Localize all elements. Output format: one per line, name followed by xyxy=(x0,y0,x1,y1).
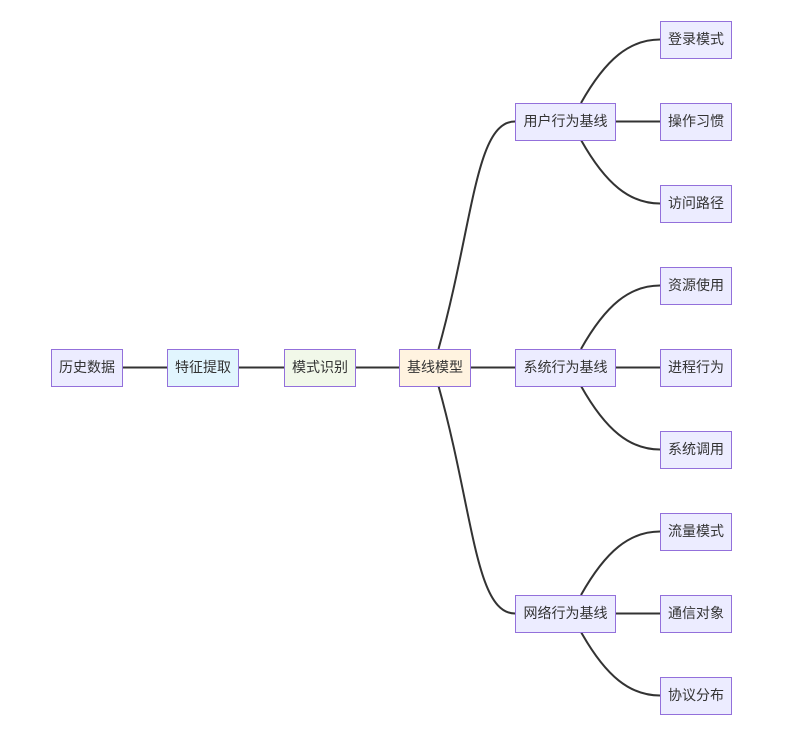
node-user-box xyxy=(515,103,616,141)
node-process-label: 进程行为 xyxy=(668,360,724,376)
node-resource-box xyxy=(660,267,732,305)
node-process[interactable]: 进程行为 xyxy=(660,349,732,387)
node-system[interactable]: 系统行为基线 xyxy=(515,349,616,387)
edge-network-to-protocol xyxy=(580,631,661,697)
node-syscall-label: 系统调用 xyxy=(668,442,724,458)
node-history-label: 历史数据 xyxy=(59,360,115,376)
edge-user-to-path xyxy=(580,139,661,205)
node-path-box xyxy=(660,185,732,223)
node-feature-label: 特征提取 xyxy=(175,360,231,376)
node-pattern-label: 模式识别 xyxy=(292,360,348,376)
node-syscall-box xyxy=(660,431,732,469)
node-user[interactable]: 用户行为基线 xyxy=(515,103,616,141)
edge-layer xyxy=(122,38,661,697)
edge-baseline-to-network xyxy=(437,385,516,615)
node-resource-label: 资源使用 xyxy=(668,277,724,294)
node-feature[interactable]: 特征提取 xyxy=(167,349,239,387)
node-system-box xyxy=(515,349,616,387)
node-baseline[interactable]: 基线模型 xyxy=(399,349,471,387)
node-network[interactable]: 网络行为基线 xyxy=(515,595,616,633)
node-habit[interactable]: 操作习惯 xyxy=(660,103,732,141)
node-traffic-label: 流量模式 xyxy=(668,524,724,540)
edge-system-to-syscall xyxy=(580,385,661,451)
node-protocol-box xyxy=(660,677,732,715)
node-traffic[interactable]: 流量模式 xyxy=(660,513,732,551)
node-syscall[interactable]: 系统调用 xyxy=(660,431,732,469)
node-protocol[interactable]: 协议分布 xyxy=(660,677,732,715)
node-network-box xyxy=(515,595,616,633)
node-path[interactable]: 访问路径 xyxy=(660,185,732,223)
node-network-label: 网络行为基线 xyxy=(524,605,608,622)
edge-user-to-login xyxy=(580,38,661,104)
node-habit-box xyxy=(660,103,732,141)
node-path-label: 访问路径 xyxy=(668,196,724,212)
node-comm[interactable]: 通信对象 xyxy=(660,595,732,633)
edge-baseline-to-user xyxy=(437,120,516,350)
node-comm-label: 通信对象 xyxy=(668,606,724,622)
edge-system-to-resource xyxy=(580,284,661,350)
node-protocol-label: 协议分布 xyxy=(668,688,724,704)
node-comm-box xyxy=(660,595,732,633)
node-feature-box xyxy=(167,349,239,387)
node-pattern[interactable]: 模式识别 xyxy=(284,349,356,387)
node-system-label: 系统行为基线 xyxy=(524,359,608,376)
node-resource[interactable]: 资源使用 xyxy=(660,267,732,305)
node-history[interactable]: 历史数据 xyxy=(51,349,123,387)
node-pattern-box xyxy=(284,349,356,387)
node-traffic-box xyxy=(660,513,732,551)
node-user-label: 用户行为基线 xyxy=(524,113,608,130)
edge-network-to-traffic xyxy=(580,530,661,596)
node-history-box xyxy=(51,349,123,387)
node-login[interactable]: 登录模式 xyxy=(660,21,732,59)
node-login-label: 登录模式 xyxy=(668,32,724,48)
node-baseline-label: 基线模型 xyxy=(407,359,463,376)
node-process-box xyxy=(660,349,732,387)
node-login-box xyxy=(660,21,732,59)
node-habit-label: 操作习惯 xyxy=(668,113,724,130)
node-baseline-box xyxy=(399,349,471,387)
